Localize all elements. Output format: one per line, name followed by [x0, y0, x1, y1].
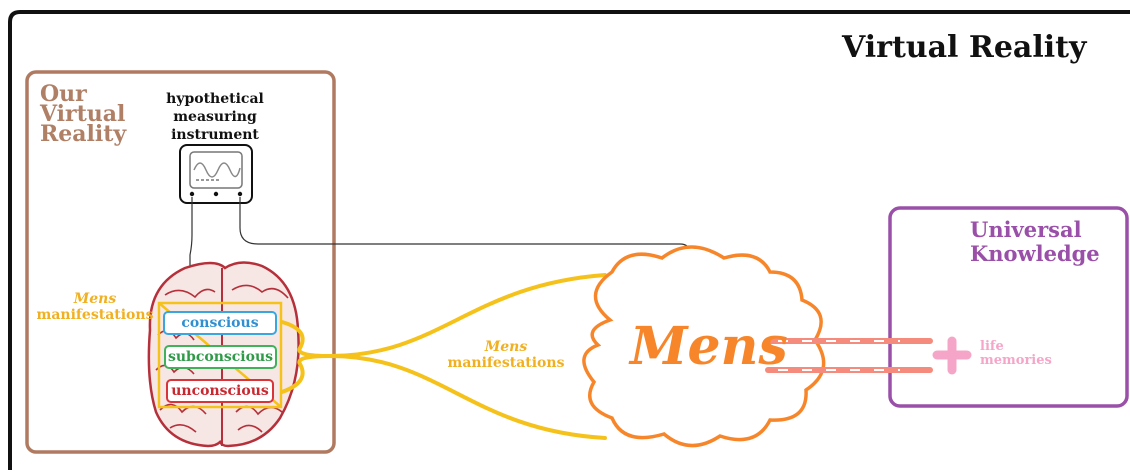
link-bars	[765, 338, 933, 373]
life-memories-label: life memories	[980, 340, 1052, 368]
life-memories-line2: memories	[980, 353, 1052, 368]
universal-knowledge-line2: Knowledge	[970, 241, 1100, 266]
life-memories-line1: life	[980, 339, 1004, 354]
our-virtual-reality-label: Our Virtual Reality	[40, 81, 127, 147]
manifestations-left-word: manifestations	[36, 307, 154, 323]
plus-icon	[932, 336, 972, 375]
mens-cloud-icon	[582, 245, 826, 448]
our-virtual-reality-line3: Reality	[40, 121, 127, 147]
instrument-line2: measuring	[173, 109, 257, 125]
manifestation-frame	[157, 301, 283, 409]
universal-knowledge-line1: Universal	[970, 217, 1082, 242]
instrument-line1: hypothetical	[166, 91, 264, 107]
manifestations-label-left: Mens manifestations	[30, 291, 160, 323]
universal-knowledge-box	[888, 206, 1129, 408]
unconscious-box: unconscious	[166, 379, 274, 403]
subconscious-box: subconscious	[164, 345, 277, 369]
our-virtual-reality-line1: Our	[40, 81, 87, 107]
outer-frame	[8, 10, 1130, 470]
instrument-line3: instrument	[171, 127, 259, 143]
probe-wire-brain	[189, 197, 193, 302]
manifestations-left-mens: Mens	[73, 291, 117, 307]
our-virtual-reality-line2: Virtual	[40, 101, 126, 127]
oscilloscope-icon	[179, 144, 253, 204]
our-virtual-reality-box	[25, 70, 336, 454]
manifestation-curves	[280, 273, 607, 440]
manifestations-label-mid: Mens manifestations	[446, 339, 566, 371]
manifestations-mid-word: manifestations	[447, 355, 565, 371]
manifestations-mid-mens: Mens	[484, 339, 528, 355]
mens-label: Mens	[630, 316, 788, 377]
conscious-box: conscious	[163, 311, 277, 335]
instrument-label: hypothetical measuring instrument	[150, 90, 280, 144]
universal-knowledge-label: Universal Knowledge	[970, 218, 1100, 266]
diagram-title: Virtual Reality	[842, 30, 1087, 65]
